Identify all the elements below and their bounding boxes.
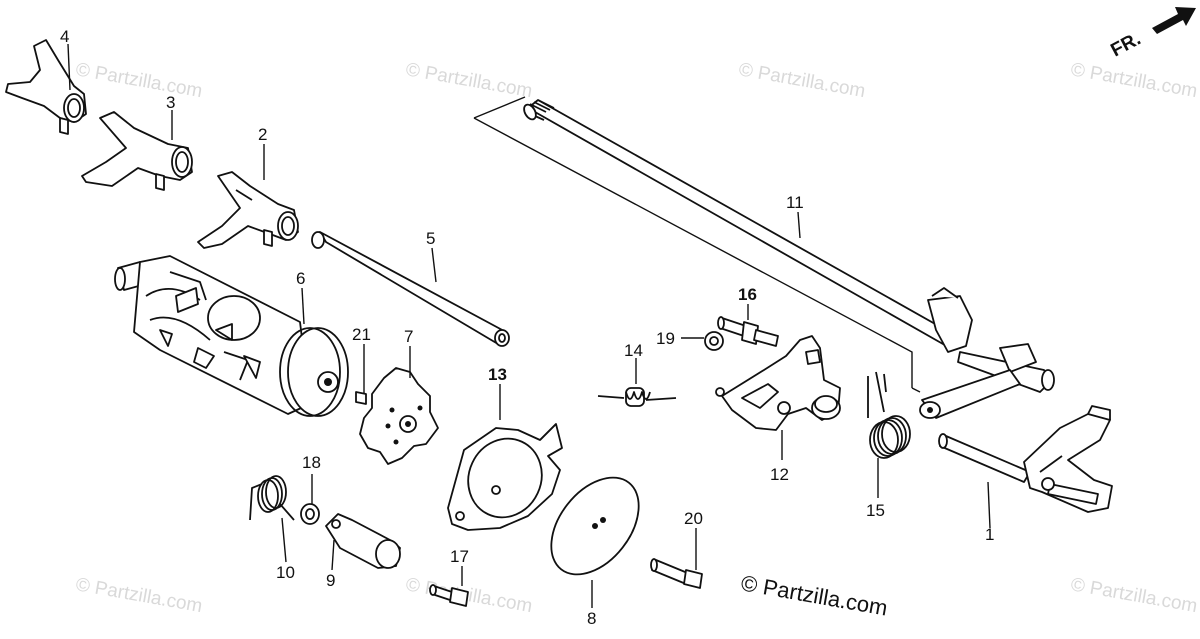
part-17-bolt — [429, 584, 469, 607]
watermark-1: © Partzilla.com — [74, 59, 204, 102]
callout-12: 12 — [770, 465, 789, 484]
part-16-bolt — [717, 316, 779, 347]
part-15-return-spring — [867, 371, 911, 459]
part-2-shift-fork — [197, 171, 299, 249]
callout-7: 7 — [404, 327, 413, 346]
copyright-text: © Partzilla.com — [739, 570, 889, 620]
part-4-shift-fork — [5, 39, 87, 135]
callout-18: 18 — [302, 453, 321, 472]
callout-14: 14 — [624, 341, 643, 360]
watermark-5: © Partzilla.com — [74, 574, 204, 617]
part-20-bolt — [650, 558, 703, 589]
callouts: 4 3 2 5 6 21 7 11 16 19 14 13 12 15 1 18… — [60, 27, 994, 628]
part-1-shift-arm — [938, 405, 1113, 513]
callout-3: 3 — [166, 93, 175, 112]
part-19-washer — [704, 331, 724, 351]
watermark-7: © Partzilla.com — [1069, 574, 1199, 617]
part-12-stopper-arm — [715, 335, 841, 431]
callout-20: 20 — [684, 509, 703, 528]
callout-19: 19 — [656, 329, 675, 348]
watermark-4: © Partzilla.com — [1069, 59, 1199, 102]
part-7-star-cam — [359, 367, 439, 465]
front-label: FR. — [1107, 29, 1144, 62]
callout-17: 17 — [450, 547, 469, 566]
callout-4: 4 — [60, 27, 69, 46]
part-21-pin — [355, 391, 367, 405]
callout-8: 8 — [587, 609, 596, 628]
callout-21: 21 — [352, 325, 371, 344]
part-8-gasket — [550, 476, 640, 576]
callout-16: 16 — [738, 285, 757, 304]
callout-15: 15 — [866, 501, 885, 520]
part-14-small-spring — [597, 387, 677, 407]
callout-11: 11 — [786, 193, 804, 212]
part-5-guide-bar — [311, 231, 510, 347]
watermark-2: © Partzilla.com — [404, 59, 534, 102]
part-10-spring — [249, 475, 295, 521]
callout-5: 5 — [426, 229, 435, 248]
part-9-lever — [325, 513, 401, 569]
callout-6: 6 — [296, 269, 305, 288]
assembly-outline — [473, 96, 921, 393]
part-6-shift-drum — [114, 255, 349, 417]
part-3-shift-fork — [81, 111, 193, 191]
part-18-washer — [300, 503, 320, 525]
front-arrow-icon — [1152, 7, 1196, 34]
watermark-3: © Partzilla.com — [737, 59, 867, 102]
part-11-shift-spindle — [523, 99, 1055, 419]
callout-9: 9 — [326, 571, 335, 590]
callout-13: 13 — [488, 365, 507, 384]
callout-10: 10 — [276, 563, 295, 582]
callout-2: 2 — [258, 125, 267, 144]
leader-lines — [67, 43, 991, 608]
front-direction-indicator: FR. — [1107, 7, 1196, 61]
watermark-6: © Partzilla.com — [404, 574, 534, 617]
callout-1: 1 — [985, 525, 994, 544]
part-13-guide-plate — [447, 423, 563, 531]
